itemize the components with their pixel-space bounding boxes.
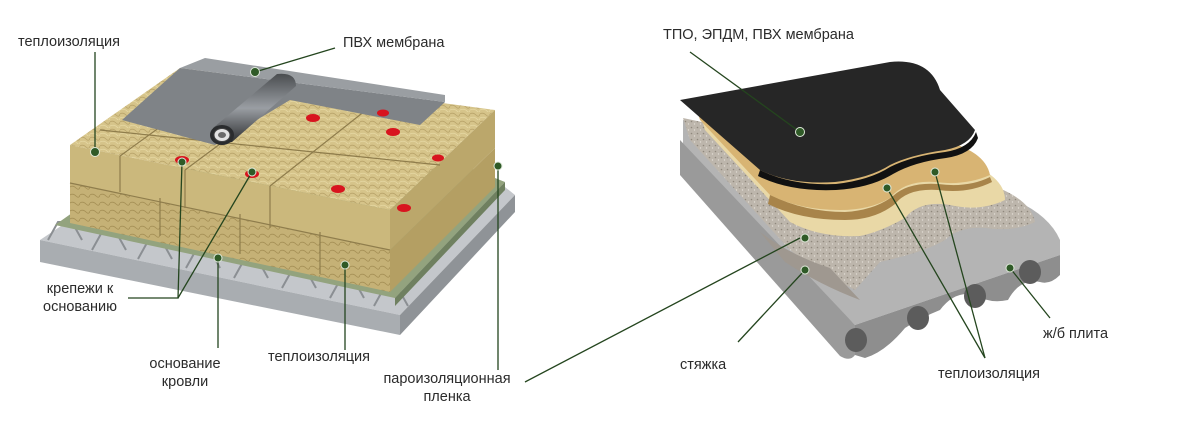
fastener — [397, 204, 411, 212]
insulation-layer-1-edge — [768, 177, 992, 220]
right-roof-illustration — [680, 61, 1060, 359]
black-membrane-layer — [680, 61, 975, 183]
black-membrane-edge — [758, 132, 978, 191]
insulation-upper-front — [70, 145, 390, 250]
leader-right-membrane — [689, 51, 801, 133]
leader-dots — [90, 67, 1015, 275]
leader-right-insulation — [886, 187, 986, 359]
label-right-slab: ж/б плита — [1043, 326, 1109, 342]
leader-right-screed — [737, 269, 806, 343]
fastener — [306, 114, 320, 122]
pvc-membrane-sheet — [122, 68, 445, 145]
fastener — [386, 128, 400, 136]
steel-deck-side-face — [400, 195, 515, 335]
label-fasteners-line2: основанию — [43, 299, 117, 315]
label-roof-base: основание кровли — [140, 355, 230, 391]
membrane-roll — [210, 73, 296, 145]
screed-layer-lower — [760, 232, 860, 300]
fastener — [377, 109, 389, 117]
concrete-slab-side — [855, 255, 1060, 358]
leader-pvc-membrane — [254, 47, 336, 73]
insulation-lower-side — [390, 148, 495, 292]
slab-hollow-cores — [845, 260, 1041, 352]
label-vapor-barrier-line1: пароизоляционная — [383, 371, 511, 387]
leader-fasteners-2 — [177, 171, 253, 299]
insulation-lower-front — [70, 183, 390, 292]
insulation-board-seams — [69, 79, 441, 274]
leader-right-slab — [1009, 267, 1051, 319]
insulation-upper-side — [390, 110, 495, 250]
concrete-slab-front — [680, 140, 855, 359]
label-right-insulation: теплоизоляция — [938, 366, 1040, 382]
fastener — [432, 154, 444, 162]
fastener — [331, 185, 345, 193]
label-roof-base-line1: основание — [149, 356, 221, 372]
label-right-membrane: ТПО, ЭПДМ, ПВХ мембрана — [663, 27, 854, 43]
label-vapor-barrier: пароизоляционная пленка — [382, 370, 512, 406]
leader-right-insulation-2 — [934, 171, 986, 359]
label-insulation-bottom: теплоизоляция — [268, 349, 370, 365]
label-fasteners-line1: крепежи к — [46, 281, 114, 297]
label-fasteners: крепежи к основанию — [30, 280, 130, 316]
left-roof-illustration — [40, 58, 515, 335]
steel-deck-front-face — [40, 240, 400, 335]
label-vapor-barrier-line2: пленка — [423, 389, 471, 405]
leader-vapor-film-connector — [524, 237, 801, 383]
leader-lines — [94, 47, 1051, 383]
label-roof-base-line2: кровли — [161, 374, 209, 390]
vapor-barrier-film-edge — [395, 182, 505, 306]
pvc-membrane-sheet-highlight — [180, 58, 445, 102]
label-insulation-top: теплоизоляция — [18, 34, 120, 50]
label-right-screed: стяжка — [680, 357, 727, 373]
label-pvc-membrane: ПВХ мембрана — [343, 35, 445, 51]
